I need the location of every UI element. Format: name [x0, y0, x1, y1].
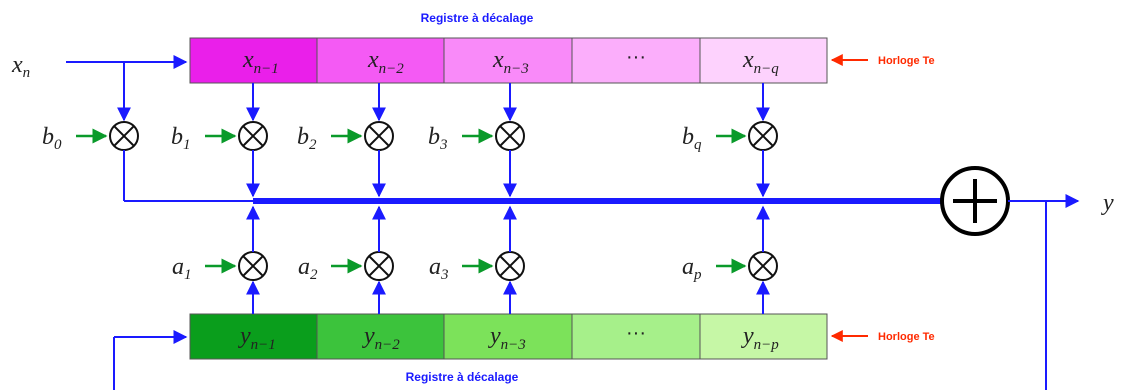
output-label: y [1101, 190, 1114, 216]
bottom-cell-4-label: ··· [626, 322, 646, 344]
summation-node [940, 166, 1010, 236]
bottom-cell-5-label: yn−p [741, 323, 779, 353]
top-cell-4-label: ··· [626, 46, 646, 68]
top-cell-3 [443, 37, 573, 84]
ap-label: ap [682, 254, 702, 283]
top-clock-label: Horloge Te [878, 55, 935, 67]
top-cell-5-label: xn−q [742, 47, 779, 77]
bottom-cell-2-label: yn−2 [362, 323, 400, 353]
bq-label: bq [682, 124, 702, 153]
bottom-cell-3 [443, 313, 573, 360]
b0-multiplier [109, 121, 139, 151]
a1-label: a1 [172, 254, 192, 283]
ap-multiplier [748, 251, 778, 281]
a2-multiplier [364, 251, 394, 281]
bq-multiplier [748, 121, 778, 151]
top-cell-2-label: xn−2 [367, 47, 404, 77]
input-label: xn [11, 52, 30, 81]
bottom-shift-register: yn−1 yn−2 yn−3 ··· yn−p [189, 313, 828, 360]
b2-label: b2 [297, 124, 317, 153]
bottom-cell-2 [316, 313, 445, 360]
b1-multiplier [238, 121, 268, 151]
b1-label: b1 [171, 124, 191, 153]
a1-multiplier [238, 251, 268, 281]
bottom-clock-label: Horloge Te [878, 331, 935, 343]
a3-label: a3 [429, 254, 449, 283]
top-shift-register: xn−1 xn−2 xn−3 ··· xn−q [189, 37, 828, 84]
a2-label: a2 [298, 254, 318, 283]
b3-label: b3 [428, 124, 448, 153]
top-cell-3-label: xn−3 [492, 47, 529, 77]
a3-multiplier [495, 251, 525, 281]
top-cell-4 [571, 37, 701, 84]
top-cell-2 [316, 37, 445, 84]
b3-multiplier [495, 121, 525, 151]
b2-multiplier [364, 121, 394, 151]
top-register-title: Registre à décalage [421, 11, 534, 25]
b0-label: b0 [42, 124, 62, 153]
bottom-register-title: Registre à décalage [406, 370, 519, 384]
bottom-cell-1-label: yn−1 [238, 323, 276, 353]
bottom-cell-3-label: yn−3 [488, 323, 526, 353]
top-cell-1 [189, 37, 318, 84]
bottom-cell-4 [571, 313, 701, 360]
top-cell-1-label: xn−1 [242, 47, 279, 77]
